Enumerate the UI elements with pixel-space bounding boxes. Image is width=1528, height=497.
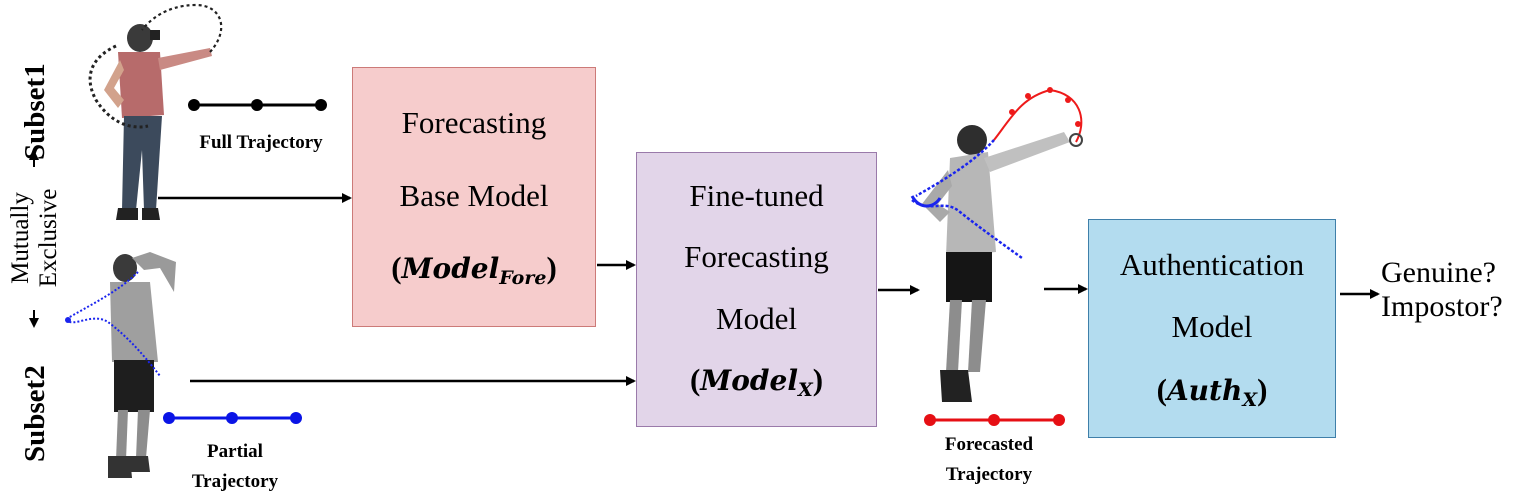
fine-tuned-line3: Model [716, 300, 797, 336]
output-label: Genuine? Impostor? [1381, 256, 1528, 324]
model-fore-sub: Fore [499, 267, 547, 290]
authentication-line2: Model [1171, 309, 1253, 344]
authentication-model-box: Authentication Model (AuthX) [1088, 219, 1336, 438]
subset1-label: Subset1 [19, 63, 51, 160]
forecasting-base-model-box: Forecasting Base Model (ModelFore) [352, 67, 596, 327]
model-x-base: Model [700, 363, 798, 397]
auth-x-formula: (AuthX) [1156, 371, 1268, 411]
model-fore-base: Model [401, 252, 500, 286]
full-trajectory-label: Full Trajectory [199, 132, 323, 153]
partial-text: Partial [207, 441, 263, 462]
trajectory-text: Trajectory [945, 464, 1033, 485]
full-trajectory-icon [188, 99, 327, 111]
auth-x-base: Auth [1166, 373, 1243, 407]
model-x-formula: (ModelX) [689, 361, 824, 401]
impostor-text: Impostor? [1381, 290, 1503, 323]
model-x-sub: X [797, 378, 813, 401]
forecasted-trajectory-label: Forecasted Trajectory [914, 430, 1064, 490]
mutually-exclusive-label: Mutually Exclusive [7, 183, 63, 293]
fine-tuned-line2: Forecasting [684, 239, 829, 275]
fine-tuned-line1: Fine-tuned [689, 178, 824, 214]
trajectory-text: Trajectory [191, 471, 279, 492]
forecasting-base-line1: Forecasting [401, 104, 547, 140]
partial-trajectory-icon [163, 412, 302, 424]
auth-x-sub: X [1242, 388, 1258, 411]
forecasted-text: Forecasted [944, 434, 1034, 455]
authentication-line1: Authentication [1119, 246, 1305, 282]
person-partial-trajectory-icon [65, 252, 176, 478]
partial-trajectory-label: Partial Trajectory [160, 437, 310, 497]
person-forecasted-trajectory-icon [910, 87, 1083, 402]
mutually-text: Mutually [7, 192, 34, 284]
model-fore-formula: (ModelFore) [391, 250, 557, 290]
exclusive-text: Exclusive [35, 188, 62, 288]
forecasting-base-line2: Base Model [399, 177, 549, 213]
subset2-label: Subset2 [19, 365, 51, 462]
fine-tuned-forecasting-model-box: Fine-tuned Forecasting Model (ModelX) [636, 152, 877, 427]
forecasted-trajectory-icon [924, 414, 1065, 426]
genuine-text: Genuine? [1381, 256, 1496, 289]
person-full-trajectory-icon [88, 3, 223, 220]
